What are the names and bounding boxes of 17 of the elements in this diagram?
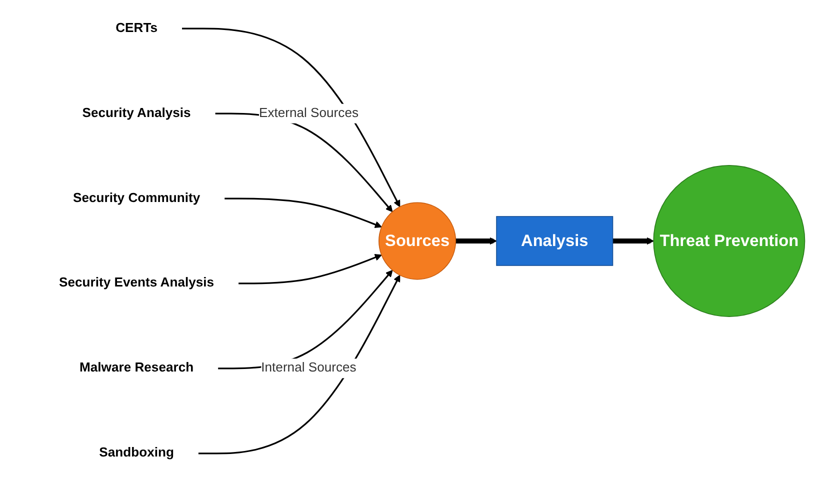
arrow xyxy=(182,28,400,208)
node-text: Security Community xyxy=(72,191,200,206)
node-text: Malware Research xyxy=(79,361,194,375)
node-text: Security Events Analysis xyxy=(58,276,214,290)
node-circle: Sources xyxy=(378,202,456,280)
node-box: Analysis xyxy=(496,216,613,266)
edge-label: External Sources xyxy=(258,106,358,120)
node-text: Sandboxing xyxy=(98,446,174,460)
arrow xyxy=(198,274,400,454)
edge-label: Internal Sources xyxy=(260,361,356,375)
arrow xyxy=(224,198,382,228)
node-text: Security Analysis xyxy=(82,106,191,120)
arrow xyxy=(238,254,382,284)
node-text: CERTs xyxy=(115,21,158,36)
arrow xyxy=(612,237,654,245)
arrow xyxy=(456,237,497,245)
node-circle: Threat Prevention xyxy=(653,165,805,317)
